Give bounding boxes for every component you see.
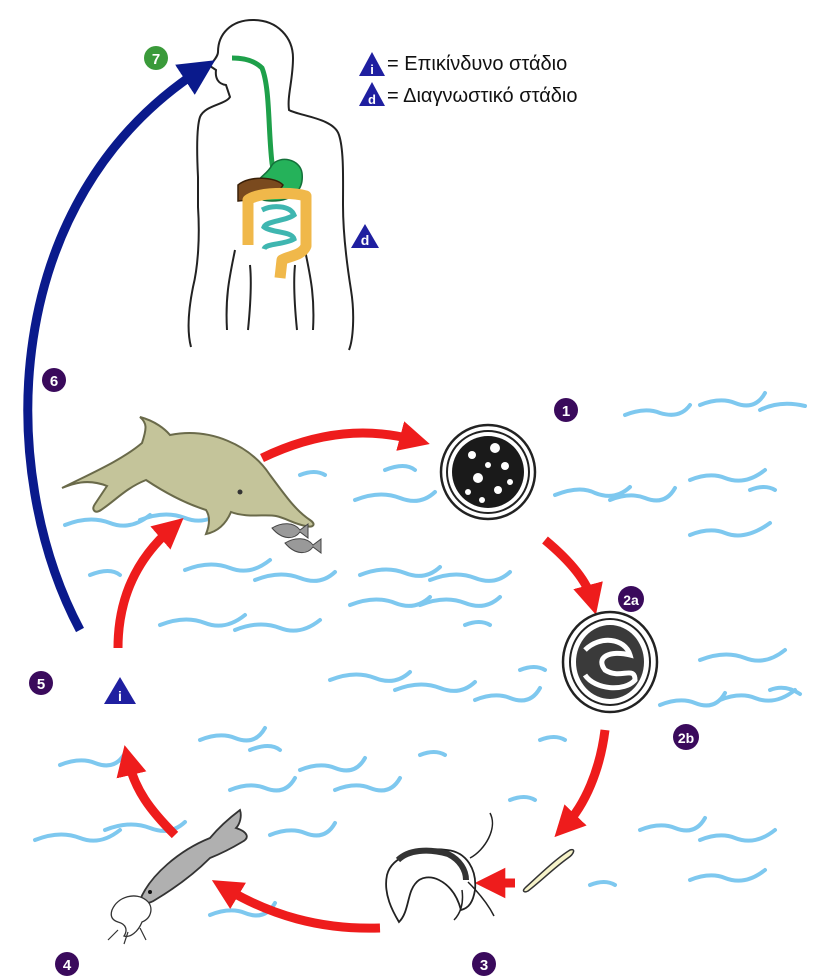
arrow-5-to-dolphin [118,528,172,648]
svg-text:6: 6 [50,373,58,390]
human-figure [189,20,354,350]
egg-embryonated [563,612,657,712]
legend-infective-icon: i [359,52,385,77]
svg-text:i: i [118,688,122,704]
fish-paratenic-host [108,810,247,944]
svg-text:4: 4 [63,957,72,974]
svg-text:2b: 2b [678,730,694,746]
legend-diagnostic-text: = Διαγνωστικό στάδιο [387,85,577,107]
stage-badge-7: 7 [144,46,168,70]
arrow-egg-to-embryonated [545,540,592,600]
svg-text:d: d [368,92,376,107]
arrow-dolphin-to-egg [262,433,415,458]
legend-infective-text: = Επικίνδυνο στάδιο [387,53,567,75]
legend-diagnostic-icon: d [359,82,385,107]
dolphin-prey-fish [272,524,321,553]
arrow-embryonated-to-larva [565,730,605,826]
svg-text:1: 1 [562,403,570,420]
diagnostic-marker: d [351,224,379,248]
stage-badge-5: 5 [29,671,53,695]
stage-badge-3: 3 [472,952,496,976]
legend: i = Επικίνδυνο στάδιο d = Διαγνωστικό στ… [359,52,577,107]
small-intestine [262,207,294,249]
svg-text:2a: 2a [623,592,639,608]
stage-badge-4: 4 [55,952,79,976]
blue-arrow-to-human [28,70,200,630]
esophagus [232,58,273,183]
svg-text:i: i [370,62,374,77]
stage-badge-6: 6 [42,368,66,392]
arrow-crustacean-to-fish [225,888,380,928]
infective-marker: i [104,677,136,704]
svg-text:3: 3 [480,957,488,974]
egg-unembryonated [441,425,535,519]
svg-text:5: 5 [37,676,45,693]
free-larva [524,850,574,892]
stage-badge-1: 1 [554,398,578,422]
dolphin [62,417,321,553]
crustacean-host [386,813,494,922]
svg-text:7: 7 [152,51,160,68]
stage-badge-2a: 2a [618,586,644,612]
stage-badge-2b: 2b [673,724,699,750]
diagnostic-marker-letter: d [361,232,370,248]
